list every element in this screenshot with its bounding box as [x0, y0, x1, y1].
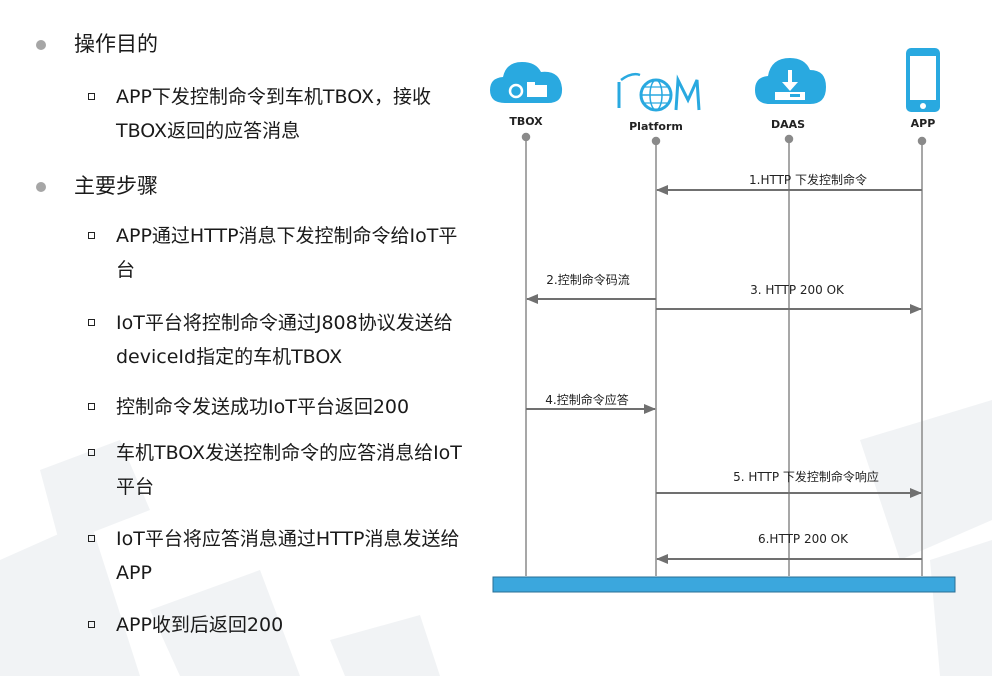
actor-label-app: APP [911, 117, 936, 130]
cloud-download-icon [755, 58, 826, 104]
message-label: 4.控制命令应答 [545, 392, 628, 407]
bullet-text: 车机TBOX发送控制命令的应答消息给IoT平台 [116, 442, 462, 498]
bullet-square [88, 403, 95, 410]
actor-label-platform: Platform [629, 120, 683, 133]
message-2: 2.控制命令码流 [526, 272, 656, 304]
bullet-text: 控制命令发送成功IoT平台返回200 [116, 396, 410, 418]
cloud-folder-icon [490, 62, 563, 103]
bullet-square [88, 93, 95, 100]
message-label: 2.控制命令码流 [546, 272, 629, 287]
message-4: 4.控制命令应答 [526, 392, 656, 414]
actor-label-daas: DAAS [771, 118, 805, 131]
bullet-text: APP通过HTTP消息下发控制命令给IoT平台 [116, 225, 458, 281]
message-6: 6.HTTP 200 OK [656, 532, 922, 564]
message-label: 3. HTTP 200 OK [750, 283, 845, 297]
bullet-text: 主要步骤 [74, 174, 158, 198]
bullet-square [88, 449, 95, 456]
iom-logo-icon [617, 72, 701, 112]
message-label: 5. HTTP 下发控制命令响应 [733, 469, 879, 484]
bullet-dot [36, 40, 46, 50]
bullet-square [88, 621, 95, 628]
bullet-text: APP收到后返回200 [116, 614, 284, 636]
message-1: 1.HTTP 下发控制命令 [656, 172, 922, 195]
message-3: 3. HTTP 200 OK [656, 283, 922, 314]
bullet-text: 操作目的 [74, 32, 158, 56]
bullet-square [88, 319, 95, 326]
message-label: 1.HTTP 下发控制命令 [749, 172, 867, 187]
timeline-bar [492, 576, 956, 593]
bullet-text: IoT平台将控制命令通过J808协议发送给deviceId指定的车机TBOX [116, 312, 453, 368]
bullet-square [88, 232, 95, 239]
bullet-text: APP下发控制命令到车机TBOX，接收TBOX返回的应答消息 [116, 86, 431, 142]
bullet-square [88, 535, 95, 542]
bullet-text: IoT平台将应答消息通过HTTP消息发送给APP [116, 528, 460, 584]
lifeline-daas [784, 134, 794, 576]
bullet-dot [36, 182, 46, 192]
lifeline-platform [651, 136, 661, 576]
actor-label-tbox: TBOX [509, 115, 543, 128]
smartphone-icon [906, 48, 940, 112]
message-5: 5. HTTP 下发控制命令响应 [656, 469, 922, 498]
lifeline-tbox [521, 132, 531, 576]
message-label: 6.HTTP 200 OK [758, 532, 849, 546]
lifeline-app [917, 136, 927, 576]
